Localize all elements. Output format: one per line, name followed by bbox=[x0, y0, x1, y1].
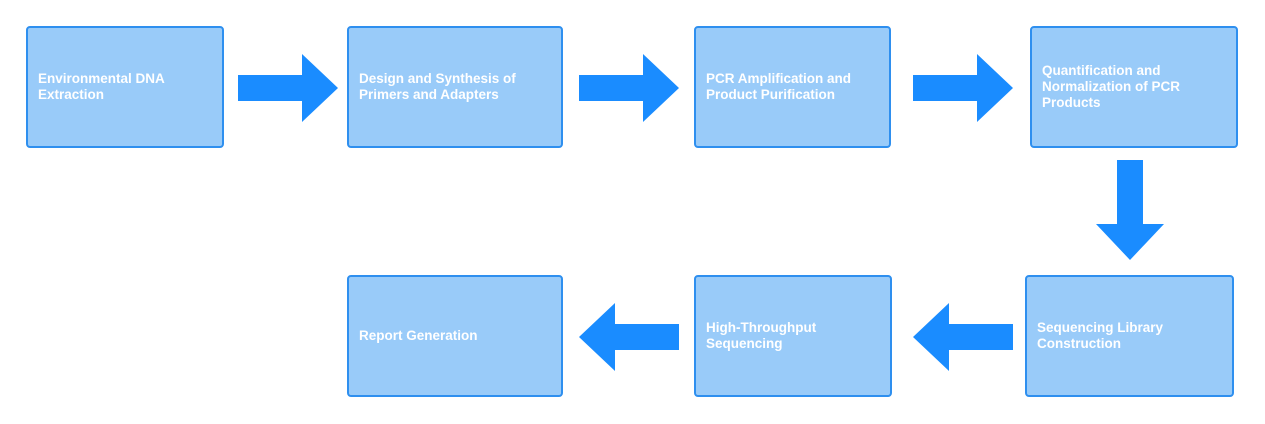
step-quantification-normalization: Quantification and Normalization of PCR … bbox=[1030, 26, 1238, 148]
step-high-throughput-sequencing: High-Throughput Sequencing bbox=[694, 275, 892, 397]
step-label: Design and Synthesis of Primers and Adap… bbox=[359, 71, 516, 102]
arrow-left-icon bbox=[913, 303, 1013, 371]
step-report-generation: Report Generation bbox=[347, 275, 563, 397]
step-pcr-amplification-purification: PCR Amplification and Product Purificati… bbox=[694, 26, 891, 148]
step-label: Report Generation bbox=[359, 328, 478, 343]
step-sequencing-library-construction: Sequencing Library Construction bbox=[1025, 275, 1234, 397]
step-label: Quantification and Normalization of PCR … bbox=[1042, 63, 1181, 110]
step-label: High-Throughput Sequencing bbox=[706, 320, 817, 351]
step-design-synthesis-primers-adapters: Design and Synthesis of Primers and Adap… bbox=[347, 26, 563, 148]
arrow-down-icon bbox=[1096, 160, 1164, 260]
step-environmental-dna-extraction: Environmental DNA Extraction bbox=[26, 26, 224, 148]
step-label: Environmental DNA Extraction bbox=[38, 71, 165, 102]
step-label: Sequencing Library Construction bbox=[1037, 320, 1164, 351]
arrow-left-icon bbox=[579, 303, 679, 371]
arrow-right-icon bbox=[238, 54, 338, 122]
arrow-right-icon bbox=[579, 54, 679, 122]
step-label: PCR Amplification and Product Purificati… bbox=[706, 71, 852, 102]
arrow-right-icon bbox=[913, 54, 1013, 122]
